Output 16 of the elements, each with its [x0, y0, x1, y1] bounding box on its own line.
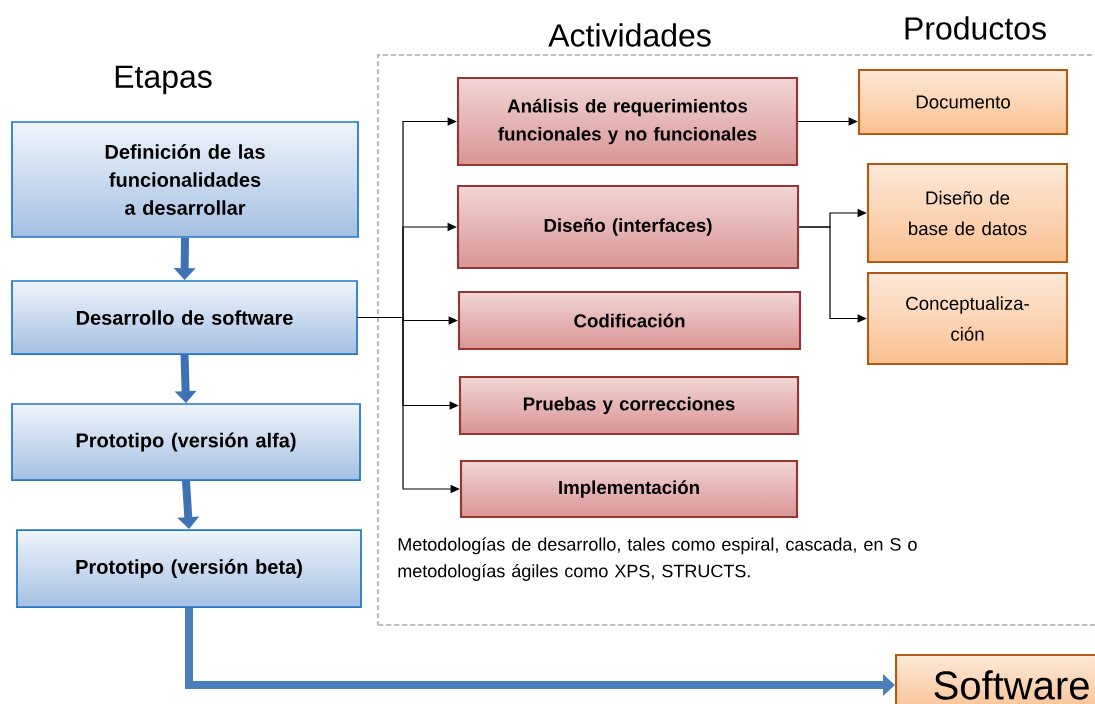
stage-box: Prototipo (versión alfa)	[11, 403, 361, 481]
group-heading: Actividades	[548, 23, 711, 47]
result-box: Software	[895, 653, 1095, 704]
column-heading: Productos	[905, 16, 1046, 40]
product-box: Conceptualiza- ción	[866, 271, 1069, 366]
activity-box: Codificación	[457, 290, 802, 351]
note-text: Metodologías de desarrollo, tales como espiral, cascada, en S o metodologías ágiles como XPS, STRUCTS.	[398, 537, 917, 581]
activity-box: Pruebas y correcciones	[458, 375, 800, 436]
stage-box: Desarrollo de software	[11, 280, 358, 355]
activity-box: Diseño (interfaces)	[456, 184, 800, 270]
stage-box: Definición de las funcionalidades a desarrollar	[11, 121, 359, 238]
product-box: Documento	[857, 68, 1069, 136]
product-box: Diseño de base de datos	[866, 162, 1069, 264]
stage-box: Prototipo (versión beta)	[16, 529, 362, 608]
activity-box: Análisis de requerimientos funcionales y no funcionales	[456, 76, 799, 167]
activity-box: Implementación	[459, 459, 799, 519]
